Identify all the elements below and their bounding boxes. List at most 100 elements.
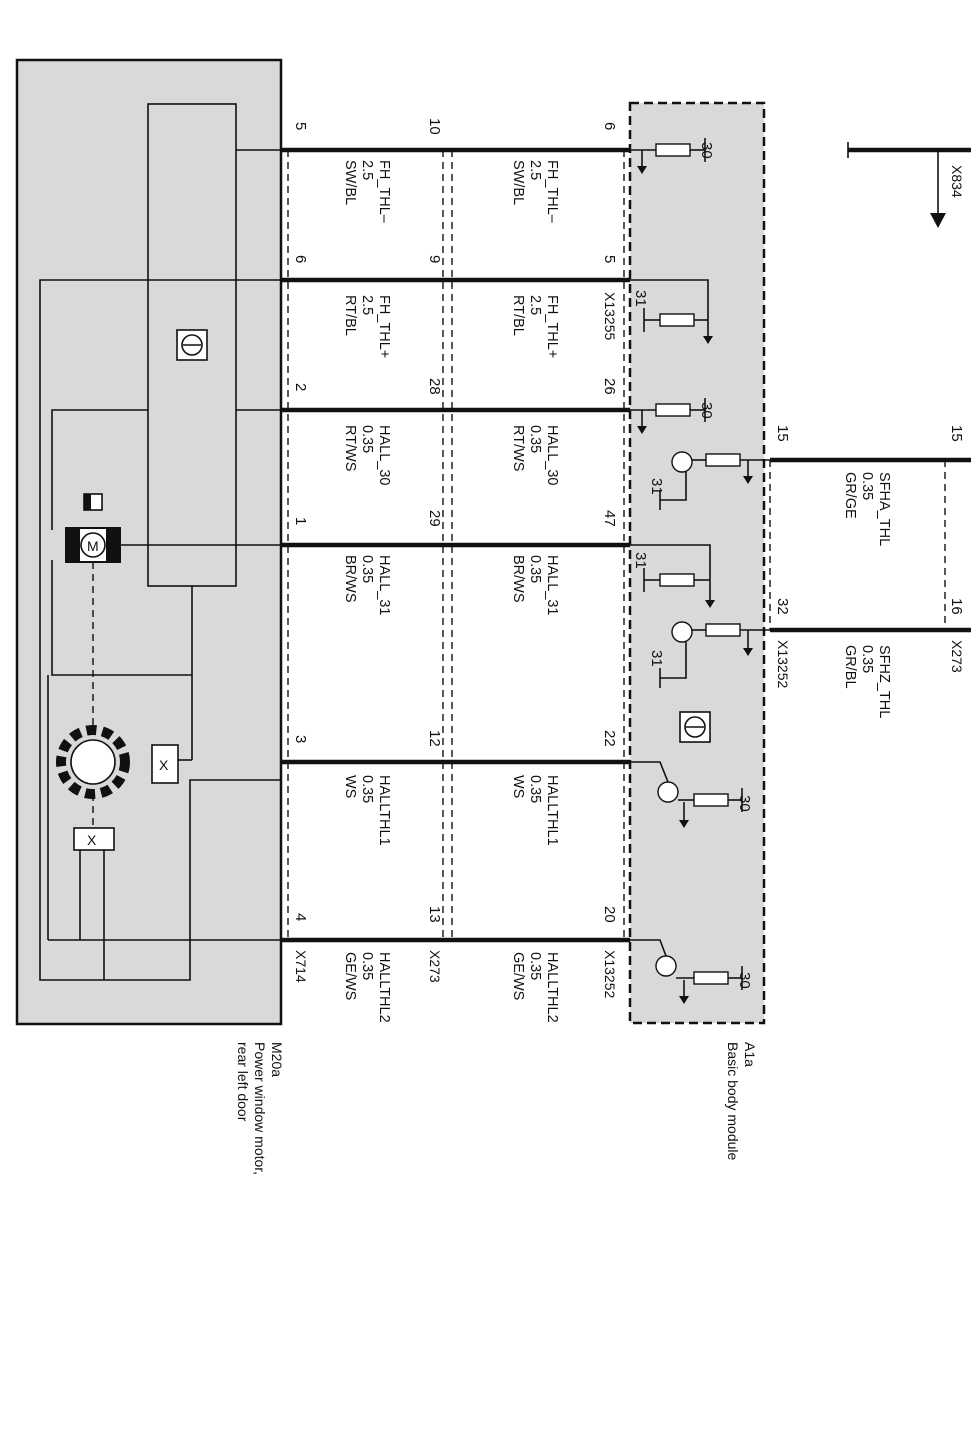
motor-pins: 5 6 2 1 3 4 X714 [292,122,309,983]
diagram-label: 0.35 [359,425,375,453]
connector-x834: X834 [949,165,965,198]
diagram-label: 16 [948,598,965,615]
motor-id: M20a [269,1042,285,1077]
diagram-label: GE/WS [342,952,358,1000]
connector-x714: X714 [293,950,309,983]
terminal-labels: 30 31 30 31 31 31 30 30 [632,142,753,989]
diagram-label: SW/BL [342,160,358,205]
right-side-labels: 15 32 X13252 15 16 X273 X834 SFHA_THL 0.… [774,165,965,718]
diagram-label: FH_THL– [544,160,560,224]
diagram-label: 32 [774,598,791,615]
diagram-label: 31 [648,650,665,667]
connector-x13252-right: X13252 [775,640,791,688]
diagram-label: 29 [426,510,443,527]
diagram-label: HALLTHL2 [544,952,560,1023]
bbm-internal-circuits [630,138,770,1004]
diagram-label: 6 [601,122,618,130]
diagram-label: HALLTHL1 [544,775,560,846]
diagram-label: 2.5 [527,160,543,180]
diagram-label: SW/BL [510,160,526,205]
bbm-desc: Basic body module [725,1042,741,1161]
diagram-label: 0.35 [527,555,543,583]
diagram-label: 10 [426,118,443,135]
diagram-label: SFHZ_THL [876,645,892,718]
diagram-label: GR/GE [842,472,858,519]
diagram-label: HALL_30 [544,425,560,485]
diagram-label: 30 [736,795,753,812]
diagram-label: 0.35 [859,645,875,673]
diagram-label: 0.35 [527,775,543,803]
wire-harness [281,142,971,943]
diagram-label: GE/WS [510,952,526,1000]
diagram-label: 0.35 [359,952,375,980]
motor-desc-1: Power window motor, [252,1042,268,1175]
diagram-label: X [87,832,97,848]
diagram-label: 47 [601,510,618,527]
x273-pins: 10 9 28 29 12 13 X273 [426,118,443,983]
diagram-label: 30 [698,402,715,419]
connector-x13255: X13255 [602,292,618,340]
bbm-id: A1a [742,1042,758,1067]
diagram-label: 2.5 [359,160,375,180]
diagram-label: 0.35 [527,952,543,980]
diagram-label: FH_THL+ [544,295,560,358]
ecu-symbol-icon [176,329,208,361]
pin-label: 2 [292,383,309,391]
wire-labels-middle: FH_THL– 2.5 SW/BL FH_THL+ 2.5 RT/BL HALL… [510,160,560,1023]
diagram-label: 31 [632,290,649,307]
diagram-label: 30 [736,972,753,989]
diagram-label: 28 [426,378,443,395]
bbm-box [628,101,766,1025]
pin-label: 3 [292,735,309,743]
diagram-label: 22 [601,730,618,747]
motor-letter: M [87,538,99,554]
diagram-label: FH_THL+ [376,295,392,358]
diagram-label: SFHA_THL [876,472,892,546]
diagram-label: 0.35 [859,472,875,500]
motor-desc-2: rear left door [235,1042,251,1122]
diagram-label: HALL_31 [376,555,392,615]
diagram-label: 31 [632,552,649,569]
diagram-label: 5 [601,255,618,263]
diagram-label: RT/WS [510,425,526,471]
diagram-label: 0.35 [359,555,375,583]
bbm-ecu-icon [679,711,711,743]
diagram-label: HALL_30 [376,425,392,485]
pin-label: 5 [292,122,309,130]
connector-x273: X273 [427,950,443,983]
diagram-label: HALLTHL2 [376,952,392,1023]
diagram-label: X [159,757,169,773]
diagram-label: 13 [426,906,443,923]
diagram-label: WS [510,775,526,798]
diagram-label: RT/WS [342,425,358,471]
diagram-label: 0.35 [527,425,543,453]
switch-left-icon: X [73,827,115,851]
diagram-label: FH_THL– [376,160,392,224]
diagram-label: BR/WS [342,555,358,603]
diagram-label: RT/BL [342,295,358,336]
diagram-label: HALL_31 [544,555,560,615]
diagram-label: 9 [426,255,443,263]
diagram-label: 15 [774,425,791,442]
diagram-label: 30 [698,142,715,159]
motor-icon: M [65,493,121,563]
diagram-label: WS [342,775,358,798]
diagram-label: 20 [601,906,618,923]
diagram-label: 0.35 [359,775,375,803]
diagram-label: 15 [948,425,965,442]
pin-label: 6 [292,255,309,263]
switch-right-icon: X [151,744,179,784]
bbm-pins: 6 5 X13255 26 47 22 20 X13252 [601,122,618,998]
connector-x273-right: X273 [949,640,965,673]
pin-label: 4 [292,913,309,921]
diagram-label: GR/BL [842,645,858,689]
diagram-label: 2.5 [527,295,543,315]
diagram-label: HALLTHL1 [376,775,392,846]
module-captions: M20a Power window motor, rear left door … [235,1042,758,1175]
diagram-label: RT/BL [510,295,526,336]
diagram-label: BR/WS [510,555,526,603]
diagram-label: 2.5 [359,295,375,315]
pin-label: 1 [292,517,309,525]
diagram-label: 26 [601,378,618,395]
